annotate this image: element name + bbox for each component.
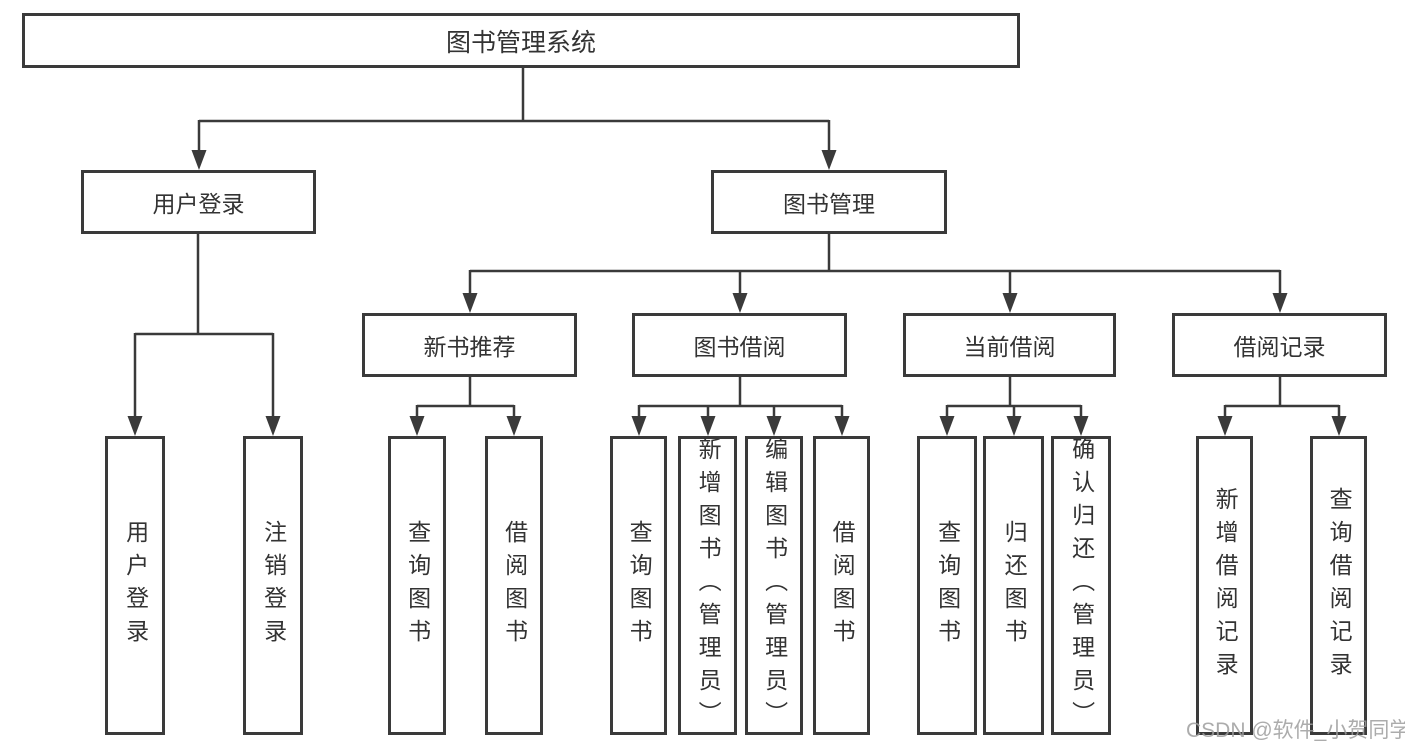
leaf-label: 新增借阅记录 [1212,486,1239,685]
leaf-query-books-recommend: 查询图书 [388,436,446,735]
leaf-label: 查询图书 [626,519,653,652]
leaf-borrow-books-recommend: 借阅图书 [485,436,543,735]
leaf-label: 借阅图书 [829,519,856,652]
leaf-query-books-borrowing: 查询图书 [610,436,667,735]
leaf-query-borrow-record: 查询借阅记录 [1310,436,1367,735]
node-current-borrowing: 当前借阅 [903,313,1116,377]
leaf-label: 注销登录 [260,519,287,652]
node-borrowing-records: 借阅记录 [1172,313,1387,377]
leaf-add-borrow-record: 新增借阅记录 [1196,436,1253,735]
leaf-label: 查询图书 [934,519,961,652]
node-root-system: 图书管理系统 [22,13,1020,68]
leaf-label: 确认归还（管理员） [1068,437,1095,734]
leaf-label: 查询借阅记录 [1326,486,1353,685]
leaf-user-login: 用户登录 [105,436,165,735]
leaf-return-books: 归还图书 [983,436,1044,735]
leaf-label: 编辑图书（管理员） [761,437,788,734]
leaf-add-book-admin: 新增图书（管理员） [678,436,737,735]
node-new-book-recommend: 新书推荐 [362,313,577,377]
leaf-logout: 注销登录 [243,436,303,735]
leaf-query-books-current: 查询图书 [917,436,977,735]
leaf-confirm-return-admin: 确认归还（管理员） [1051,436,1111,735]
node-book-borrowing: 图书借阅 [632,313,847,377]
node-user-login-module: 用户登录 [81,170,316,234]
watermark: CSDN @软件_小贺同学 [1186,719,1405,742]
leaf-label: 新增图书（管理员） [695,437,722,734]
leaf-label: 查询图书 [404,519,431,652]
leaf-label: 归还图书 [1001,519,1028,652]
leaf-label: 用户登录 [122,519,149,652]
node-book-management: 图书管理 [711,170,947,234]
leaf-borrow-books-borrowing: 借阅图书 [813,436,870,735]
leaf-label: 借阅图书 [501,519,528,652]
leaf-edit-book-admin: 编辑图书（管理员） [745,436,803,735]
